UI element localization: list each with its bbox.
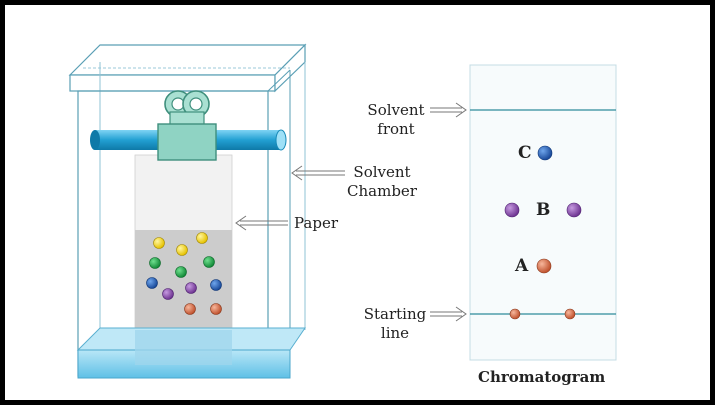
starting-line-label: Starting line [360, 305, 430, 343]
spot-label-b: B [536, 200, 551, 220]
spot-green [149, 257, 161, 269]
starting-line-label-line2: line [380, 324, 410, 342]
starting-line-arrow [430, 306, 467, 322]
solvent-front-label-line1: Solvent [367, 101, 425, 119]
chromatogram-panel [469, 64, 617, 361]
paper-spots [146, 232, 222, 315]
spot-yellow [153, 237, 165, 249]
spot-b-right [566, 202, 582, 218]
solvent-pool [76, 327, 306, 379]
spot-label-c: C [518, 143, 532, 163]
chromatogram-arrows [430, 102, 467, 322]
spot-green [175, 266, 187, 278]
paper-arrow [235, 215, 288, 231]
spot-yellow [176, 244, 188, 256]
solvent-chamber-label-line2: Chamber [347, 182, 417, 200]
solvent-front-arrow [430, 102, 467, 118]
spot-yellow [196, 232, 208, 244]
start-spot-left [509, 308, 521, 320]
chamber-walls [77, 62, 306, 377]
spot-green [203, 256, 215, 268]
binder-clip [157, 90, 217, 161]
spot-a [536, 258, 552, 274]
paper-label: Paper [294, 214, 339, 232]
solvent-chamber-label-line1: Solvent [353, 163, 411, 181]
spot-orange [184, 303, 196, 315]
chamber-arrows [235, 165, 345, 231]
solvent-chamber-label: Solvent Chamber [346, 163, 418, 201]
starting-line-label-line1: Starting [363, 305, 427, 323]
spot-b-left [504, 202, 520, 218]
chromatogram-caption: Chromatogram [478, 368, 606, 386]
chamber-lid [68, 43, 307, 93]
spot-c [537, 145, 553, 161]
start-spot-right [564, 308, 576, 320]
spot-blue [210, 279, 222, 291]
spot-orange [210, 303, 222, 315]
solvent-front-label-line2: front [377, 120, 415, 138]
spot-purple [162, 288, 174, 300]
spot-blue [146, 277, 158, 289]
solvent-front-label: Solvent front [362, 101, 430, 139]
solvent-chamber-arrow [291, 165, 345, 181]
spot-label-a: A [515, 256, 529, 276]
spot-purple [185, 282, 197, 294]
